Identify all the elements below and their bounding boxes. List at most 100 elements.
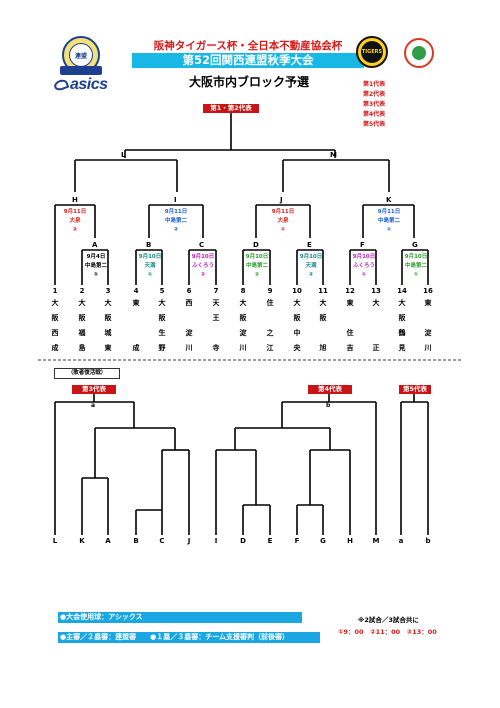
team-number: 10 xyxy=(292,287,302,295)
revival-slot-label: B xyxy=(133,537,139,545)
node-label: I xyxy=(174,196,177,204)
revival-slot-label: F xyxy=(294,537,300,545)
rep-item: 第1代表 xyxy=(363,81,386,88)
team-name-char: 天 xyxy=(212,299,220,307)
team-name-char: 東 xyxy=(104,344,112,352)
team-number: 11 xyxy=(318,287,328,295)
team-number: 2 xyxy=(79,287,85,295)
revival-slot-label: K xyxy=(79,537,85,545)
team-number: 1 xyxy=(52,287,58,295)
team-number: 14 xyxy=(397,287,407,295)
node-label: E xyxy=(307,241,312,249)
team-name-char: 寺 xyxy=(212,344,220,352)
ball-info-bar: ●大会使用球：アシックス xyxy=(58,612,302,623)
revival-slot-label: A xyxy=(105,537,111,545)
team-number: 6 xyxy=(186,287,192,295)
team-number: 13 xyxy=(371,287,381,295)
rep-item: 第5代表 xyxy=(363,121,386,128)
revival-slot-label: M xyxy=(372,537,380,545)
team-name-char: 住 xyxy=(346,329,354,337)
team-name-char: 吉 xyxy=(346,344,354,352)
fourth-rep-header: 第4代表 xyxy=(308,385,352,394)
node-label: J xyxy=(280,196,283,204)
sponsor-title: 阪神タイガース杯・全日本不動産協会杯 xyxy=(153,40,343,52)
revival-slot-label: H xyxy=(347,537,353,545)
team-number: 5 xyxy=(159,287,165,295)
representative-list: 第1代表 第2代表 第3代表 第4代表 第5代表 xyxy=(363,80,385,130)
team-name-char: 淀 xyxy=(185,329,193,337)
page-subtitle: 大阪市内ブロック予選 xyxy=(188,75,309,89)
team-name-char: 大 xyxy=(398,299,406,307)
node-label: a xyxy=(91,402,96,409)
team-name-char: 東 xyxy=(424,299,432,307)
team-name-char: 川 xyxy=(239,344,247,352)
team-number: 7 xyxy=(213,287,219,295)
team-name-char: 阪 xyxy=(239,314,247,322)
team-name-char: 福 xyxy=(78,329,86,337)
revival-slot-label: G xyxy=(320,537,326,545)
team-name-char: 淀 xyxy=(424,329,432,337)
team-name-char: 阪 xyxy=(158,314,166,322)
schedule-note: ※2試合／3試合共に xyxy=(358,616,419,624)
team-number: 12 xyxy=(345,287,355,295)
team-name-char: 旭 xyxy=(319,344,327,352)
node-label: F xyxy=(360,241,365,249)
team-number: 9 xyxy=(267,287,273,295)
rep-item: 第3代表 xyxy=(363,101,386,108)
revival-slot-label: I xyxy=(214,537,218,545)
tournament-title: 第52回関西連盟秋季大会 xyxy=(132,53,364,68)
team-name-char: 阪 xyxy=(398,314,406,322)
team-name-char: 大 xyxy=(158,299,166,307)
node-label: M xyxy=(330,151,337,159)
team-name-char: 成 xyxy=(132,344,140,352)
team-name-char: 鶴 xyxy=(398,329,406,337)
revival-slot-label: a xyxy=(398,537,404,545)
schedule-times: ①9：00 ②11：00 ③13：00 xyxy=(338,628,437,636)
node-label: b xyxy=(326,402,331,409)
team-name-char: 阪 xyxy=(293,314,301,322)
team-name-char: 阪 xyxy=(104,314,112,322)
tigers-emblem-icon: TIGERS xyxy=(356,36,388,68)
rep-item: 第4代表 xyxy=(363,111,386,118)
team-name-char: 王 xyxy=(212,314,220,322)
team-number: 3 xyxy=(105,287,111,295)
revival-slot-label: D xyxy=(240,537,246,545)
team-number: 8 xyxy=(240,287,246,295)
team-name-char: 阪 xyxy=(78,314,86,322)
third-rep-header: 第3代表 xyxy=(72,385,116,394)
node-label: K xyxy=(386,196,392,204)
asics-logo: asics xyxy=(52,76,108,94)
revival-slot-label: b xyxy=(425,537,431,545)
revival-slot-label: J xyxy=(187,537,191,545)
node-label: C xyxy=(199,241,205,249)
team-name-char: 川 xyxy=(185,344,193,352)
team-name-char: 川 xyxy=(424,344,432,352)
team-number: 16 xyxy=(423,287,433,295)
node-label: G xyxy=(412,241,418,249)
main-bracket-header: 第1・第2代表 xyxy=(203,104,259,113)
league-emblem-icon: 連盟 xyxy=(60,36,102,75)
team-name-char: 之 xyxy=(266,329,274,337)
team-name-char: 生 xyxy=(158,329,166,337)
fifth-rep-header: 第5代表 xyxy=(399,385,431,394)
rep-item: 第2代表 xyxy=(363,91,386,98)
team-name-char: 大 xyxy=(239,299,247,307)
node-label: A xyxy=(92,241,98,249)
kansai-emblem-icon xyxy=(404,38,434,68)
team-name-char: 大 xyxy=(319,299,327,307)
team-name-char: 央 xyxy=(293,344,301,352)
node-label: L xyxy=(121,151,126,159)
revival-slot-label: E xyxy=(267,537,273,545)
node-label: B xyxy=(146,241,152,249)
